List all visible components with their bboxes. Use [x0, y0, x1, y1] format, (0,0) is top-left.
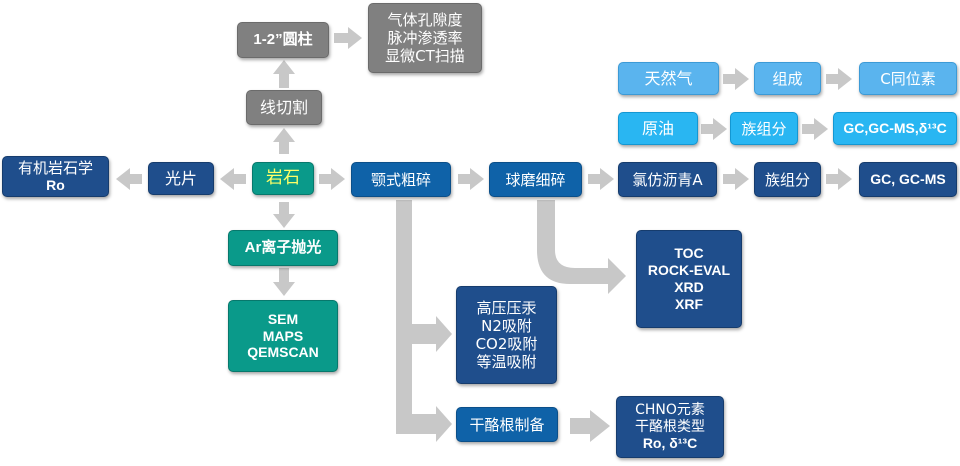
node-thin-section: 光片 — [148, 162, 214, 195]
kerogen-test-3: Ro, δ¹³C — [642, 435, 698, 452]
node-natural-gas: 天然气 — [618, 62, 719, 95]
kerogen-test-2: 干酪根类型 — [635, 418, 705, 435]
node-c-isotope: C同位素 — [859, 62, 957, 95]
geochem-test-1: TOC — [674, 245, 704, 262]
node-geochem-tests: TOC ROCK-EVAL XRD XRF — [636, 230, 742, 328]
adsorption-test-3: CO2吸附 — [475, 335, 538, 353]
porosity-test-3: 显微CT扫描 — [385, 47, 465, 65]
organic-petrology-ro: Ro — [46, 177, 65, 194]
jaw-crush-label: 颚式粗碎 — [370, 170, 431, 189]
organic-petrology-label: 有机岩石学 — [17, 159, 93, 178]
arrow-bitumen-to-group3 — [723, 168, 749, 190]
arrow-plug-to-porosity — [334, 27, 362, 49]
arrow-group2-to-gcms2 — [802, 118, 828, 140]
arrow-rock-to-jaw — [319, 168, 345, 190]
core-plug-label: 1-2”圆柱 — [253, 31, 313, 48]
arrow-oil-to-group2 — [701, 118, 727, 140]
composition-label: 组成 — [772, 69, 803, 88]
node-rock: 岩石 — [252, 162, 314, 195]
node-ball-mill: 球磨细碎 — [489, 162, 582, 197]
gcms-3-label: GC, GC-MS — [870, 171, 946, 188]
cutting-label: 线切割 — [259, 97, 308, 117]
node-group-fraction-3: 族组分 — [754, 162, 821, 197]
chloroform-bitumen-label: 氯仿沥青A — [632, 170, 703, 189]
node-kerogen-prep: 干酪根制备 — [456, 407, 558, 442]
adsorption-test-2: N2吸附 — [481, 317, 532, 335]
kerogen-prep-label: 干酪根制备 — [469, 415, 545, 434]
arrow-group3-to-gcms3 — [826, 168, 852, 190]
group-fraction-2-label: 族组分 — [741, 119, 787, 138]
geochem-test-4: XRF — [675, 295, 703, 312]
arrow-jaw-to-ball — [458, 168, 484, 190]
arrow-ball-to-geochem — [537, 200, 626, 294]
ar-polish-label: Ar离子抛光 — [244, 239, 322, 256]
arrow-rock-to-ar — [273, 202, 295, 228]
thin-section-label: 光片 — [164, 168, 197, 188]
node-composition: 组成 — [754, 62, 821, 95]
node-organic-petrology: 有机岩石学 Ro — [2, 156, 109, 197]
sem-test-1: SEM — [267, 310, 299, 327]
porosity-test-1: 气体孔隙度 — [387, 11, 463, 29]
geochem-test-3: XRD — [674, 279, 704, 295]
group-fraction-3-label: 族组分 — [764, 170, 810, 189]
node-porosity-tests: 气体孔隙度 脉冲渗透率 显微CT扫描 — [368, 3, 482, 73]
arrow-ball-to-bitumen — [588, 168, 614, 190]
node-crude-oil: 原油 — [618, 112, 698, 145]
arrow-gas-to-composition — [723, 68, 749, 90]
node-jaw-crush: 颚式粗碎 — [351, 162, 451, 197]
porosity-test-2: 脉冲渗透率 — [387, 29, 463, 47]
sem-test-2: MAPS — [262, 327, 304, 344]
arrow-rock-to-cutting — [273, 128, 295, 154]
adsorption-test-1: 高压压汞 — [476, 299, 537, 317]
kerogen-test-1: CHNO元素 — [635, 401, 705, 418]
node-chloroform-bitumen: 氯仿沥青A — [618, 162, 717, 197]
arrow-jaw-to-adsorption — [396, 200, 452, 442]
arrow-kerogen-to-tests — [570, 410, 610, 442]
arrow-thin-section-to-petrology — [116, 168, 142, 190]
node-group-fraction-2: 族组分 — [730, 112, 798, 145]
node-core-plug: 1-2”圆柱 — [237, 22, 329, 58]
c-isotope-label: C同位素 — [880, 69, 936, 88]
arrow-cutting-to-plug — [273, 60, 295, 88]
node-gcms-3: GC, GC-MS — [859, 162, 957, 197]
node-gcms-2: GC,GC-MS,δ¹³C — [833, 112, 957, 145]
sem-test-3: QEMSCAN — [247, 344, 319, 361]
adsorption-test-4: 等温吸附 — [476, 353, 537, 371]
rock-label: 岩石 — [266, 168, 300, 189]
node-sem-tests: SEM MAPS QEMSCAN — [228, 300, 338, 372]
arrow-ar-to-sem — [273, 268, 295, 296]
node-kerogen-tests: CHNO元素 干酪根类型 Ro, δ¹³C — [616, 396, 724, 458]
node-ar-polish: Ar离子抛光 — [228, 230, 338, 266]
ball-mill-label: 球磨细碎 — [505, 170, 566, 189]
node-adsorption-tests: 高压压汞 N2吸附 CO2吸附 等温吸附 — [456, 286, 557, 384]
node-cutting: 线切割 — [246, 90, 322, 125]
gcms-2-label: GC,GC-MS,δ¹³C — [843, 120, 947, 137]
arrow-composition-to-isotope — [826, 68, 852, 90]
arrow-rock-to-thin-section — [220, 168, 246, 190]
natural-gas-label: 天然气 — [644, 68, 693, 88]
crude-oil-label: 原油 — [641, 118, 674, 138]
geochem-test-2: ROCK-EVAL — [647, 262, 731, 279]
